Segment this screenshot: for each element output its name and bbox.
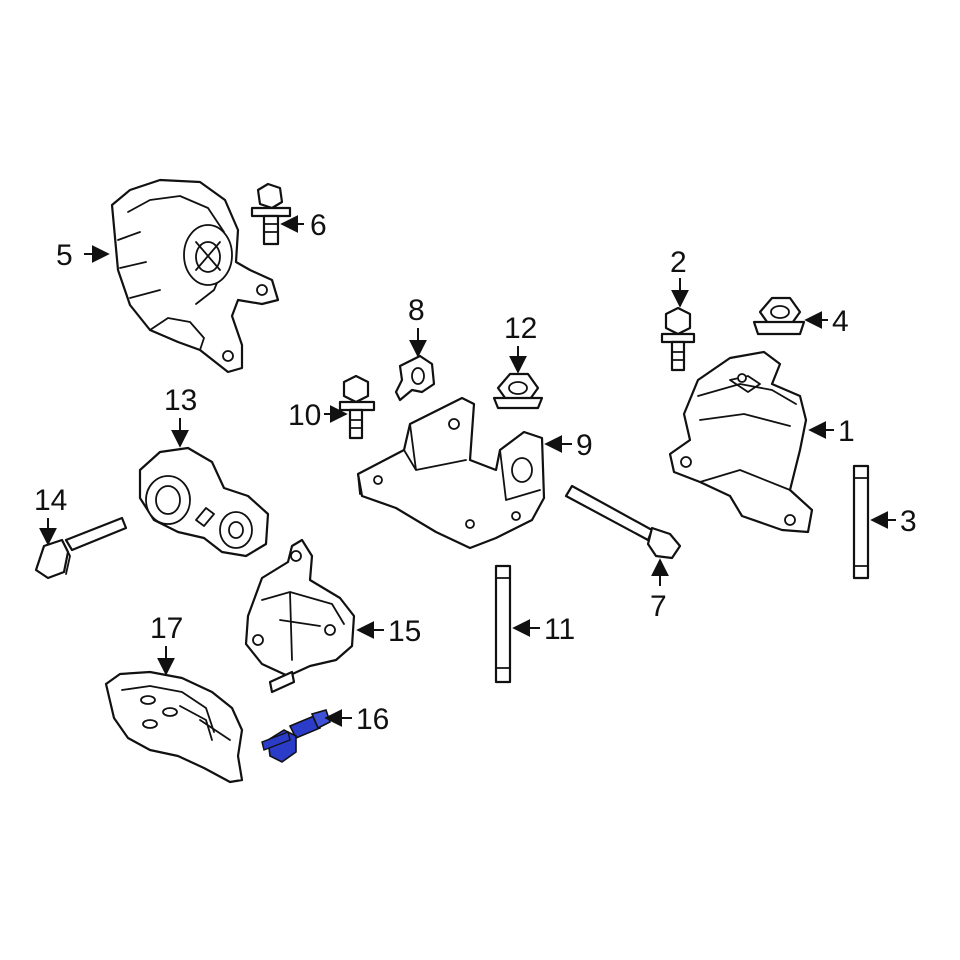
callout-12: 12 bbox=[504, 312, 537, 345]
part-3-stud[interactable] bbox=[852, 464, 870, 580]
part-7-bolt[interactable] bbox=[564, 484, 682, 560]
part-11-stud[interactable] bbox=[494, 564, 512, 684]
callout-16: 16 bbox=[356, 703, 389, 736]
callout-4: 4 bbox=[832, 305, 849, 338]
callout-15: 15 bbox=[388, 615, 421, 648]
part-9-bracket[interactable] bbox=[356, 396, 546, 550]
callout-8: 8 bbox=[408, 294, 425, 327]
part-14-bolt[interactable] bbox=[34, 516, 128, 580]
callout-13: 13 bbox=[164, 384, 197, 417]
part-13-torque-rod[interactable] bbox=[138, 446, 270, 558]
leader-arrows bbox=[39, 215, 896, 727]
part-12-nut[interactable] bbox=[492, 372, 544, 410]
callout-14: 14 bbox=[34, 484, 67, 517]
callout-5: 5 bbox=[56, 239, 73, 272]
callout-6: 6 bbox=[310, 209, 327, 242]
part-5-engine-mount[interactable] bbox=[110, 178, 280, 374]
callout-1: 1 bbox=[838, 415, 855, 448]
part-16-bolt-highlighted[interactable] bbox=[261, 709, 331, 763]
callout-labels: 1 2 3 4 5 6 7 8 9 10 11 12 13 14 15 16 1… bbox=[34, 209, 917, 736]
callout-3: 3 bbox=[900, 505, 917, 538]
callout-17: 17 bbox=[150, 612, 183, 645]
callout-7: 7 bbox=[650, 590, 667, 623]
callout-9: 9 bbox=[576, 429, 593, 462]
callout-10: 10 bbox=[288, 399, 321, 432]
part-15-bracket[interactable] bbox=[244, 538, 356, 694]
callout-2: 2 bbox=[670, 246, 687, 279]
part-6-bolt[interactable] bbox=[250, 182, 292, 246]
part-10-bolt[interactable] bbox=[338, 374, 376, 440]
callout-11: 11 bbox=[544, 613, 575, 646]
part-4-nut[interactable] bbox=[752, 296, 806, 336]
part-8-clip[interactable] bbox=[394, 354, 436, 402]
part-2-bolt[interactable] bbox=[660, 306, 696, 372]
part-1-mount[interactable] bbox=[668, 350, 814, 534]
part-17-heat-shield[interactable] bbox=[104, 670, 244, 784]
